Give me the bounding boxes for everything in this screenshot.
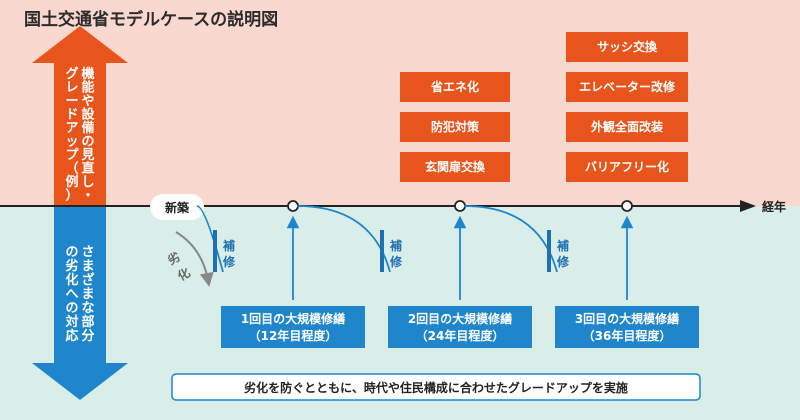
deterioration-response-label-char: の xyxy=(65,301,78,316)
deterioration-response-label-char: ま xyxy=(81,287,94,302)
upgrade-label-char: （ xyxy=(65,161,78,177)
timeline-marker xyxy=(621,200,633,212)
upgrade-label-char: 例 xyxy=(65,174,78,190)
decay-curve xyxy=(463,205,558,273)
repair-label-2: 修 xyxy=(556,254,570,269)
deterioration-response-label-char: ま xyxy=(81,259,94,274)
repair-label-2: 修 xyxy=(222,254,236,269)
timeline-label: 経年 xyxy=(762,199,786,214)
upgrade-label-char: レ xyxy=(65,81,78,96)
decay-curve xyxy=(196,205,224,273)
deterioration-response-label-char: へ xyxy=(65,287,78,302)
major-repair-title: 1回目の大規模修繕 xyxy=(241,311,345,326)
upgrade-item-box xyxy=(566,112,688,142)
page-title: 国土交通省モデルケースの説明図 xyxy=(24,9,278,30)
upgrade-label-char: 見 xyxy=(80,148,94,163)
upgrade-label-char: の xyxy=(81,135,94,150)
upgrade-label-char: 備 xyxy=(81,120,94,136)
upgrade-label-char: ・ xyxy=(81,189,94,204)
upgrade-arrow xyxy=(32,26,128,206)
timeline-marker xyxy=(454,200,466,212)
deterioration-response-label-char: ざ xyxy=(81,272,94,288)
deterioration-response-label-char: 化 xyxy=(65,272,78,288)
repair-cycles: 補修1回目の大規模修繕（12年目程度）補修2回目の大規模修繕（24年目程度）補修… xyxy=(196,200,699,348)
upgrade-item-label: エレベーター改修 xyxy=(579,79,676,94)
upgrade-label-char: し xyxy=(81,175,94,190)
upgrade-label-char: 機 xyxy=(81,66,94,82)
upgrade-item-label: 防犯対策 xyxy=(431,119,480,134)
upgrade-item-box xyxy=(566,152,688,182)
major-repair-box xyxy=(221,306,365,348)
upgrade-label-char: プ xyxy=(65,148,79,163)
upgrade-item-box xyxy=(400,112,510,142)
repair-label-1: 補 xyxy=(389,238,402,253)
new-build-label: 新築 xyxy=(165,200,190,215)
major-repair-year: （24年目程度） xyxy=(416,328,505,343)
upgrade-label-char: ア xyxy=(65,121,78,136)
upgrade-label-char: ） xyxy=(65,188,78,204)
deterioration-response-label-char: さ xyxy=(81,245,94,260)
summary-box xyxy=(171,373,701,401)
major-repair-title: 3回目の大規模修繕 xyxy=(575,311,679,326)
deterioration-response-label-char: 部 xyxy=(81,314,94,330)
timeline-marker xyxy=(287,200,299,212)
deterioration-response-label-char: 分 xyxy=(81,328,94,344)
upgrade-item-label: サッシ交換 xyxy=(597,39,658,54)
repair-label-2: 修 xyxy=(389,254,403,269)
deterioration-response-label-char: の xyxy=(65,245,78,260)
upgrade-item-label: 外観全面改装 xyxy=(591,119,663,134)
deterioration-response-label-char: 劣 xyxy=(65,258,78,274)
decay-curve xyxy=(296,205,391,273)
deterioration-response-label-char: 対 xyxy=(64,314,78,330)
upgrade-label-char: ド xyxy=(65,108,78,123)
upgrade-item-box xyxy=(566,72,688,102)
major-repair-year: （36年目程度） xyxy=(583,328,672,343)
upgrade-item-label: バリアフリー化 xyxy=(585,159,669,174)
upgrade-item-box xyxy=(566,32,688,62)
upgrade-label-char: や xyxy=(81,94,94,109)
upgrade-item-box xyxy=(400,72,510,102)
timeline-arrowhead xyxy=(740,200,756,212)
deterioration-arrow xyxy=(32,206,128,400)
upgrade-item-box xyxy=(400,152,510,182)
deterioration-response-label-char: 応 xyxy=(65,328,78,344)
summary-text: 劣化を防ぐとともに、時代や住民構成に合わせたグレードアップを実施 xyxy=(244,380,628,395)
major-repair-box xyxy=(555,306,699,348)
new-build-badge xyxy=(150,194,204,220)
major-repair-box xyxy=(388,306,532,348)
major-repair-year: （12年目程度） xyxy=(249,328,338,343)
upgrade-label-char: 直 xyxy=(81,161,94,177)
repair-label-1: 補 xyxy=(556,238,569,253)
upgrade-item-label: 玄関扉交換 xyxy=(425,159,486,174)
major-repair-title: 2回目の大規模修繕 xyxy=(408,311,512,326)
repair-label-1: 補 xyxy=(222,238,235,253)
upgrade-label-char: ー xyxy=(65,94,78,109)
deterioration-curve-arrow xyxy=(175,231,214,287)
upgrade-item-label: 省エネ化 xyxy=(430,79,479,94)
upgrade-label-char: 設 xyxy=(81,107,95,123)
upgrade-label-char: 能 xyxy=(81,80,94,96)
deterioration-response-label-char: な xyxy=(81,301,94,316)
upgrade-label-char: グ xyxy=(65,66,78,82)
upgrade-label-char: ッ xyxy=(65,135,78,150)
